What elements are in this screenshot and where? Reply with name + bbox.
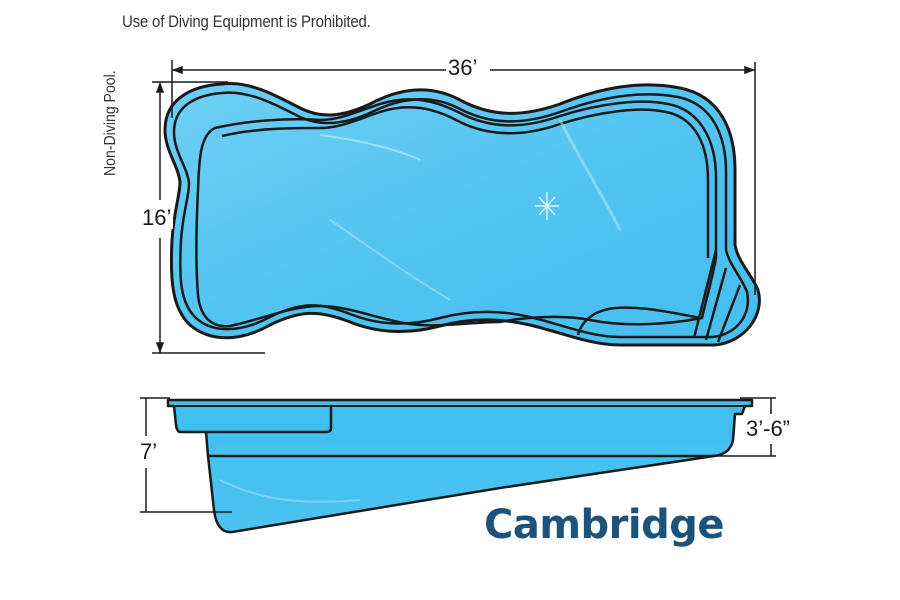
non-diving-label: Non-Diving Pool.: [102, 70, 119, 176]
pool-steps: [692, 249, 742, 343]
shallow-depth-dimension-line: [714, 397, 776, 457]
profile-view: [166, 398, 754, 534]
plan-view: [163, 81, 761, 347]
length-dimension-line: [171, 60, 756, 295]
model-name: Cambridge: [484, 502, 725, 548]
deep-depth-label: 7’: [138, 439, 160, 464]
pool-interior-edge: [195, 98, 718, 328]
length-label: 36’: [446, 55, 480, 80]
shallow-depth-label: 3’-6”: [744, 416, 793, 441]
deep-depth-dimension-line: [140, 397, 232, 513]
pool-coping-line: [172, 91, 750, 339]
width-dimension-line: [152, 81, 265, 354]
width-label: 16’: [140, 205, 174, 230]
profile-bench: [206, 406, 333, 434]
pool-outer-edge: [163, 81, 761, 347]
pool-bench: [576, 306, 701, 336]
sparkle-icon: [535, 192, 559, 220]
diving-notice: Use of Diving Equipment is Prohibited.: [122, 12, 371, 31]
